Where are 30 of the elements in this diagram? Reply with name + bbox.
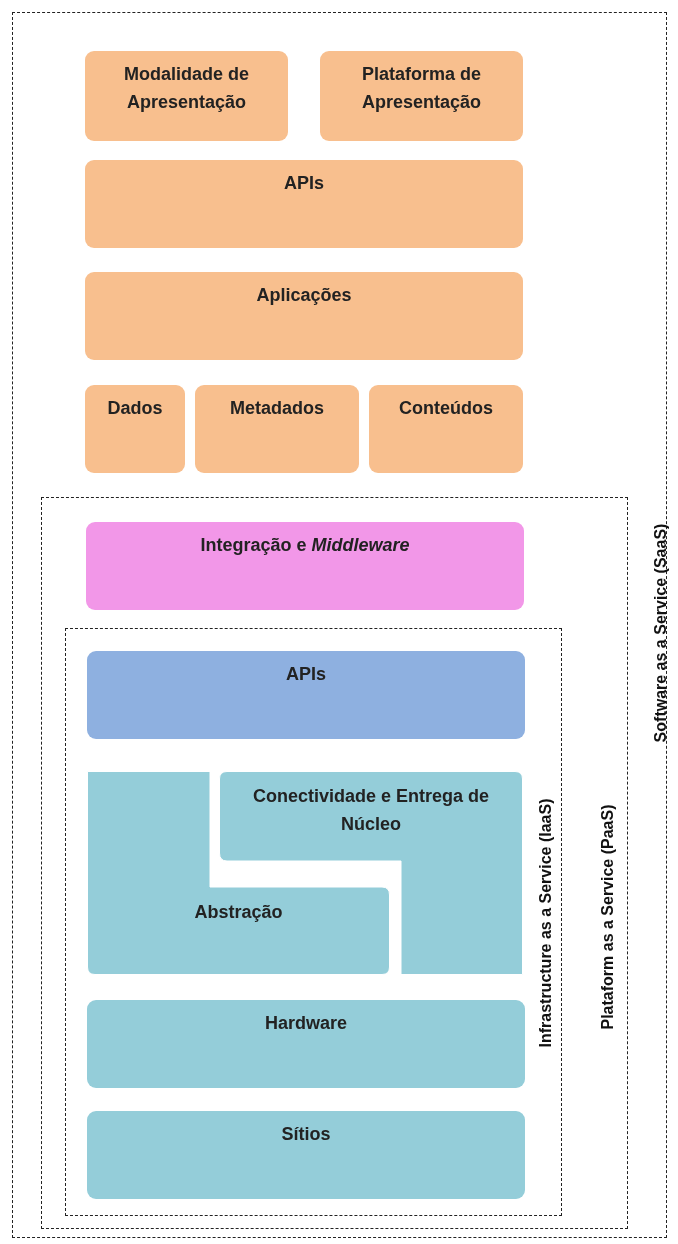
layer-box bbox=[85, 385, 185, 473]
vertical-label: Plataform as a Service (PaaS) bbox=[598, 804, 617, 1030]
layer-label: Aplicações bbox=[256, 284, 352, 307]
dashed-frame bbox=[65, 628, 562, 1216]
vertical-label: Infrastructure as a Service (IaaS) bbox=[536, 798, 555, 1048]
layer-label: APIs bbox=[284, 172, 324, 195]
layer-label: Dados bbox=[107, 397, 163, 420]
layer-box bbox=[369, 385, 523, 473]
layer-box bbox=[87, 651, 525, 739]
layer-label: Metadados bbox=[230, 397, 324, 420]
layer-label: APIs bbox=[286, 663, 326, 686]
layer-box bbox=[86, 522, 524, 610]
layer-label: Conectividade e Entrega de Núcleo bbox=[251, 785, 491, 836]
layer-box bbox=[87, 1111, 525, 1199]
dashed-frame bbox=[12, 12, 667, 1238]
layer-label: Integração e Middleware bbox=[200, 534, 410, 557]
layer-box bbox=[87, 1000, 525, 1088]
layer-label: Conteúdos bbox=[399, 397, 493, 420]
dashed-frame bbox=[41, 497, 628, 1229]
layer-box bbox=[195, 385, 359, 473]
layer-label: Plataforma de Apresentação bbox=[360, 63, 483, 114]
layer-box bbox=[85, 272, 523, 360]
layer-box bbox=[85, 51, 288, 141]
vertical-label: Software as a Service (SaaS) bbox=[651, 523, 670, 743]
layer-label: Abstração bbox=[193, 901, 284, 924]
layer-label: Modalidade de Apresentação bbox=[123, 63, 250, 114]
layer-label: Sítios bbox=[281, 1123, 331, 1146]
layer-label: Hardware bbox=[264, 1012, 347, 1035]
layer-box bbox=[85, 160, 523, 248]
layer-box bbox=[320, 51, 523, 141]
